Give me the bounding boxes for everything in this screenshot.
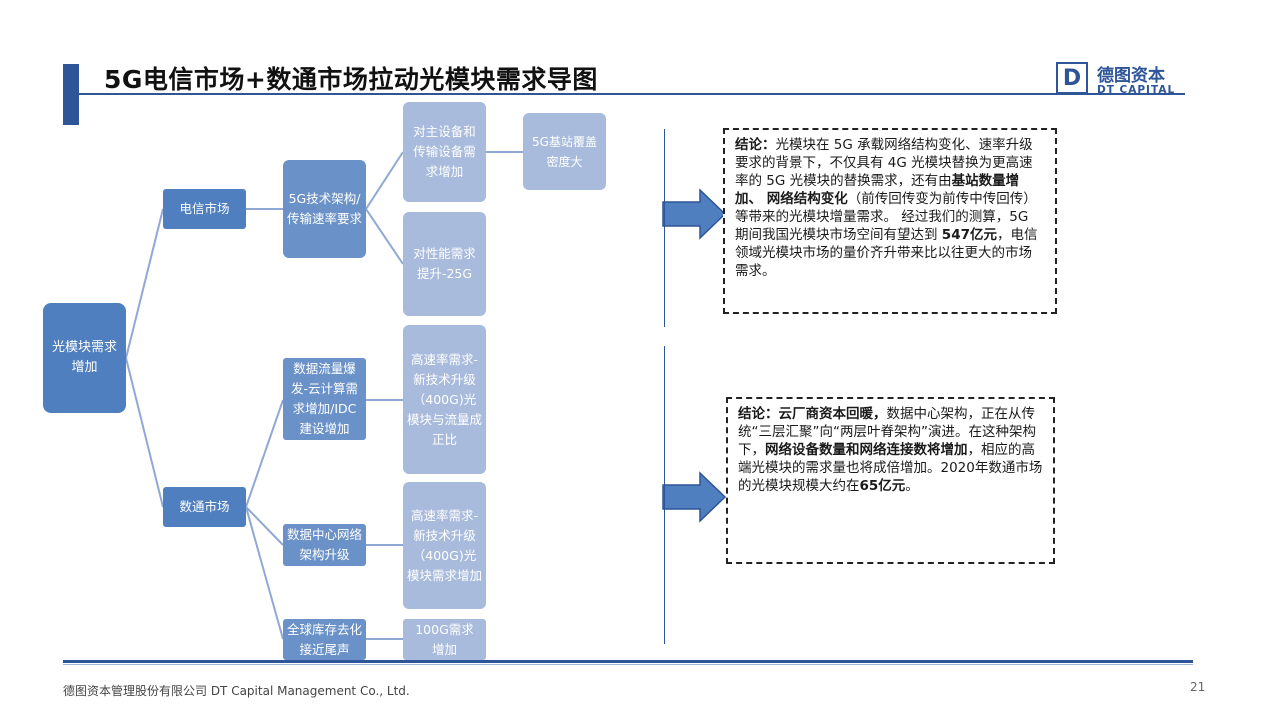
conclusion-box-telecom: 结论：光模块在 5G 承载网络结构变化、速率升级要求的背景下，不仅具有 4G 光… [723, 128, 1057, 314]
node-perf-25g: 对性能需求提升-25G [403, 212, 486, 316]
conclusion-text: ，相应的高端光模块的需求量也将成倍增加。2020年数通市场的光模块规模大约在 [738, 442, 1043, 494]
conclusion-box-datacom: 结论：云厂商资本回暖，数据中心架构，正在从传统“三层汇聚”向“两层叶脊架构”演进… [726, 397, 1055, 564]
conclusion-bold: 云厂商资本回暖， [778, 406, 887, 422]
connector-datacom-dcnetwork [245, 506, 284, 546]
title-accent-bar [63, 64, 79, 125]
node-base-station: 5G基站覆盖密度大 [523, 113, 606, 190]
node-data-explosion: 数据流量爆发-云计算需求增加/IDC建设增加 [283, 358, 366, 440]
conclusion-label: 结论： [735, 137, 776, 153]
connector-datacom-explosion [245, 399, 284, 508]
logo-mark: D [1056, 62, 1088, 94]
node-root: 光模块需求增加 [43, 303, 126, 413]
conclusion-bold: 基站数量增加、 网络结构变化 [735, 173, 1020, 207]
node-high-rate-2: 高速率需求-新技术升级（400G)光模块需求增加 [403, 482, 486, 609]
connector-root-datacom [125, 357, 164, 508]
logo-chinese: 德图资本 [1097, 66, 1165, 86]
conclusion-text: ，电信领域光模块市场的量价齐升带来比以往更大的市场需求。 [735, 227, 1038, 279]
conclusion-text: 。 [905, 478, 919, 494]
connector-root-telecom [125, 208, 164, 359]
logo-english: DT CAPITAL [1097, 84, 1176, 96]
page-title: 5G电信市场+数通市场拉动光模块需求导图 [104, 65, 598, 94]
separator-line-top [664, 129, 665, 327]
conclusion-text: 光模块在 5G 承载网络结构变化、速率升级要求的背景下，不仅具有 4G 光模块替… [735, 137, 1033, 189]
footer-rule-thin [63, 664, 1193, 665]
node-100g: 100G需求增加 [403, 619, 486, 660]
connector-tech5g-perf [365, 208, 404, 265]
arrow-right-1 [662, 188, 727, 240]
node-datacom: 数通市场 [163, 487, 246, 527]
separator-line-bottom [664, 346, 665, 644]
footer-company: 德图资本管理股份有限公司 DT Capital Management Co., … [63, 684, 410, 698]
conclusion-bold: 网络设备数量和网络连接数将增加 [765, 442, 968, 458]
node-inventory: 全球库存去化接近尾声 [283, 619, 366, 660]
conclusion-bold: 65亿元 [859, 478, 906, 494]
conclusion-label: 结论： [738, 406, 779, 422]
node-telecom: 电信市场 [163, 189, 246, 229]
conclusion-text: 数据中心架构，正在从传统“三层汇聚”向“两层叶脊架构”演进。在这种架构下， [738, 406, 1036, 458]
conclusion-text: （前传回传变为前传中传回传）等带来的光模块增量需求。 经过我们的测算，5G 期间… [735, 191, 1037, 243]
node-dc-network: 数据中心网络架构升级 [283, 524, 366, 566]
node-main-equip: 对主设备和传输设备需求增加 [403, 102, 486, 202]
title-underline [79, 93, 1185, 95]
connector-tech5g-mainequip [365, 151, 404, 210]
node-high-rate-1: 高速率需求-新技术升级（400G)光模块与流量成正比 [403, 325, 486, 474]
page-number: 21 [1190, 680, 1206, 694]
connector-datacom-inventory [245, 506, 284, 640]
conclusion-bold: 547亿元 [941, 227, 997, 243]
arrow-right-2 [662, 471, 727, 523]
node-tech5g: 5G技术架构/传输速率要求 [283, 160, 366, 258]
footer-rule [63, 660, 1193, 663]
